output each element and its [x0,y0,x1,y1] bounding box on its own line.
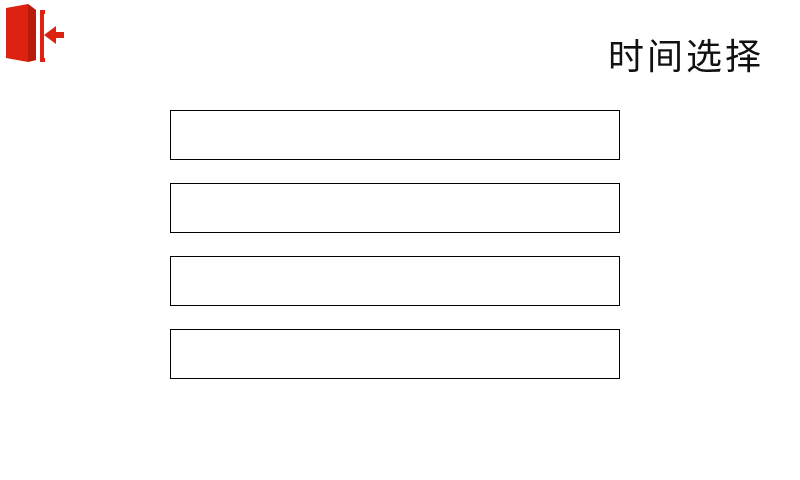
exit-button[interactable] [4,4,66,62]
time-option-2[interactable] [170,183,620,233]
time-option-3[interactable] [170,256,620,306]
time-option-1[interactable] [170,110,620,160]
page-title: 时间选择 [607,37,764,78]
time-option-4[interactable] [170,329,620,379]
exit-door-icon [4,4,66,62]
time-option-list [170,110,620,402]
